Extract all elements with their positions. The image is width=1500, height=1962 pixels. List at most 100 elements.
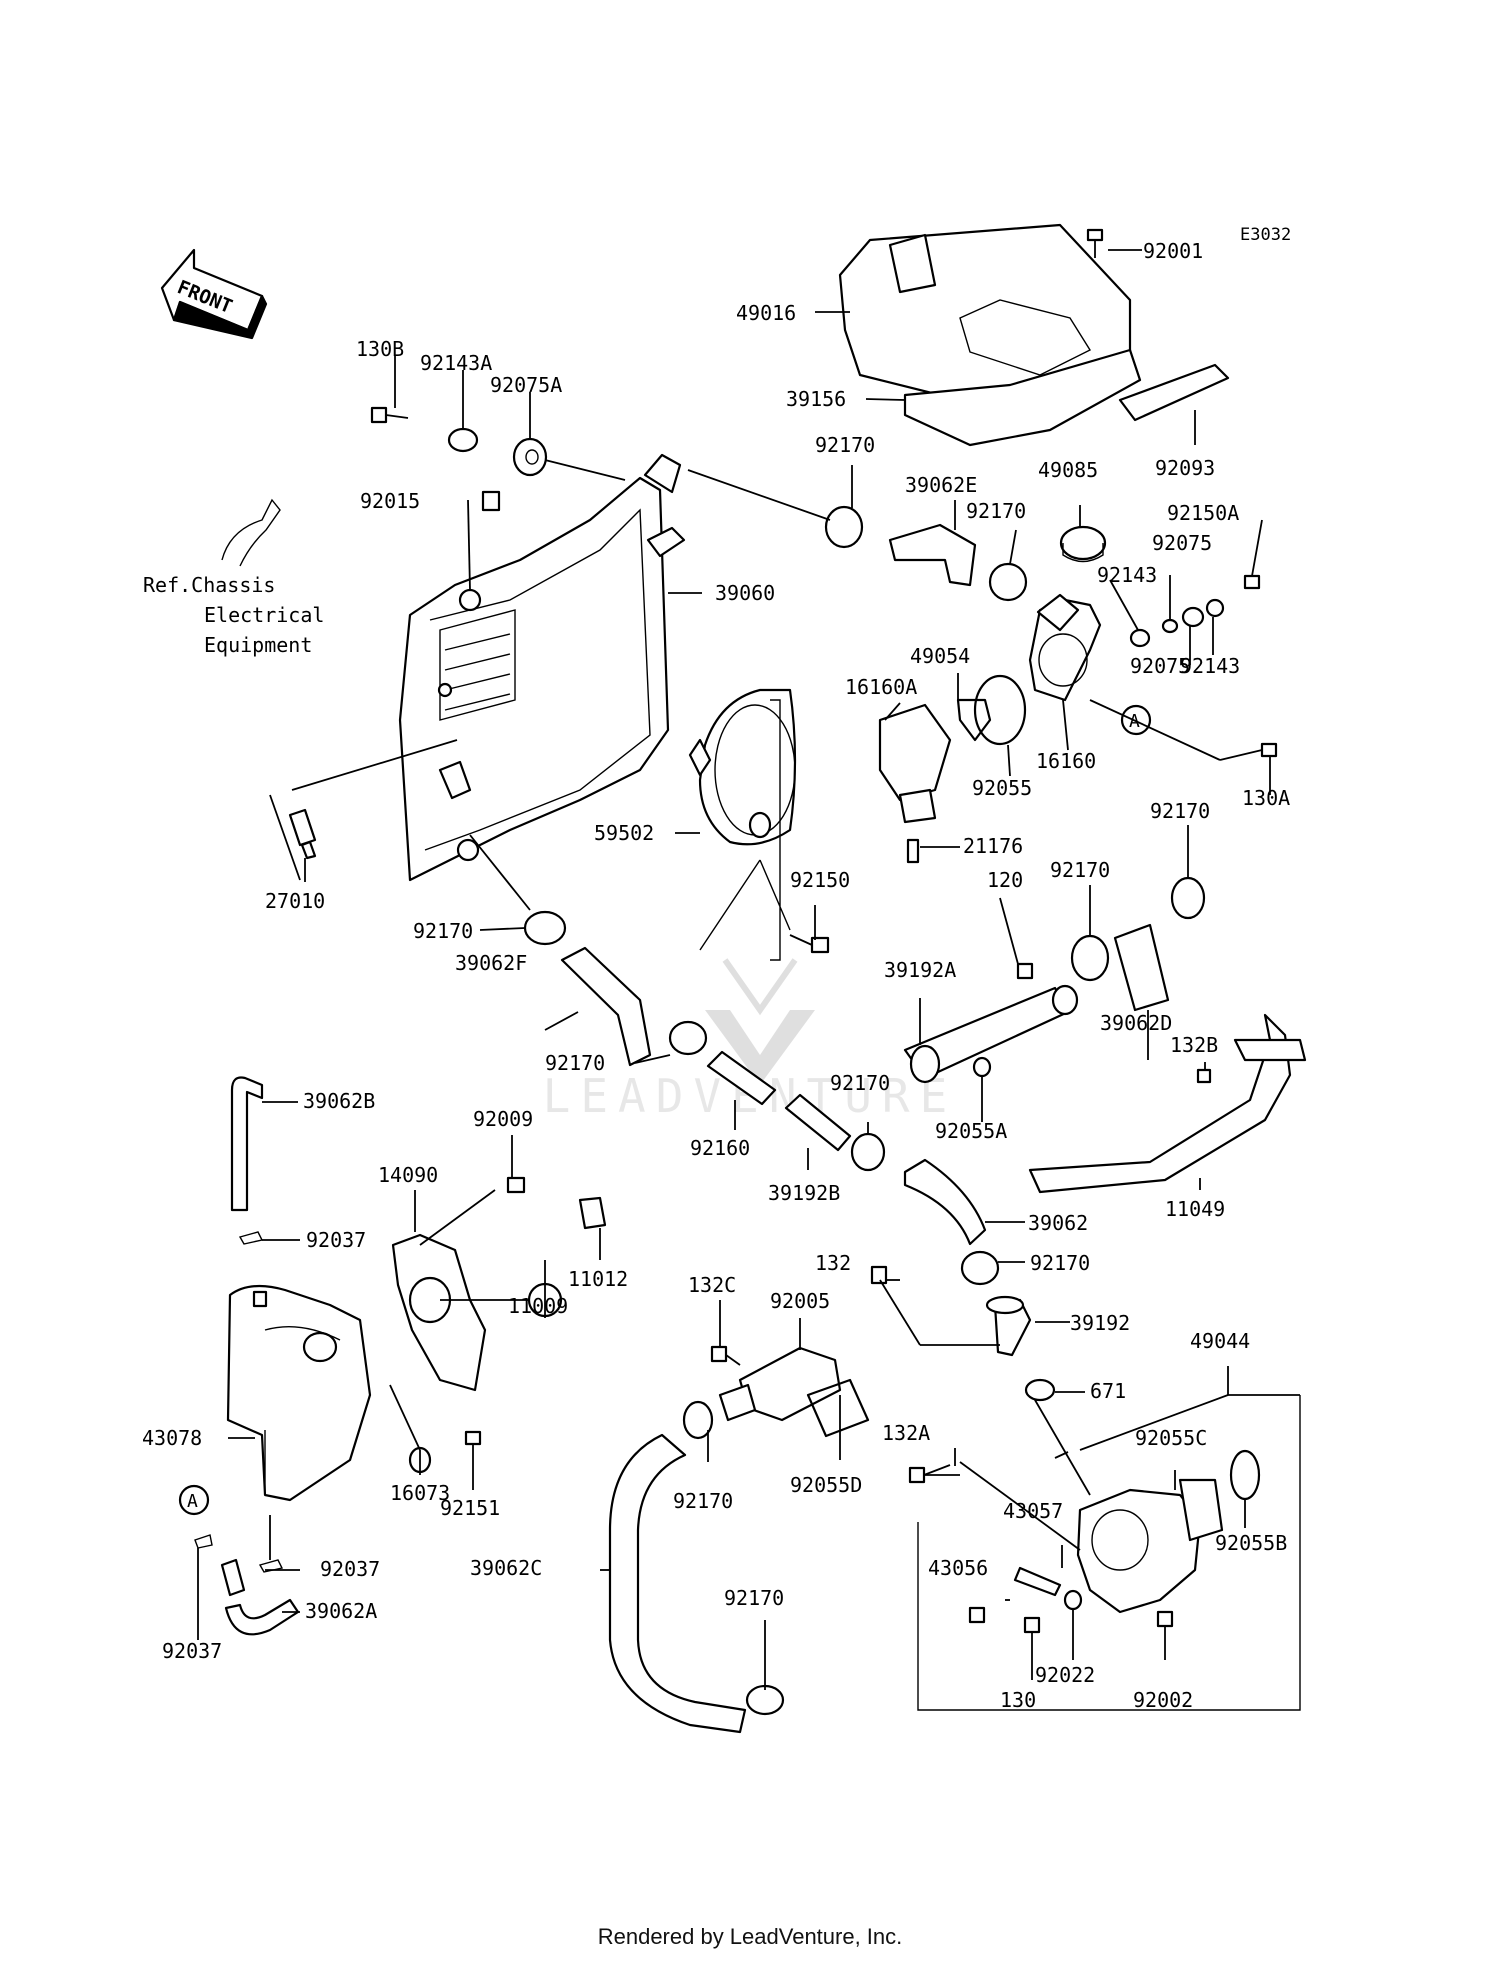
grommet-92075a-icon xyxy=(512,437,548,477)
front-arrow-icon xyxy=(160,248,268,340)
part-label: 39156 xyxy=(786,387,846,411)
water-pump-49044 xyxy=(1076,1478,1224,1614)
part-label: 92150 xyxy=(790,868,850,892)
part-label: 92075A xyxy=(490,373,562,397)
reference-note-line-3: Equipment xyxy=(204,633,312,657)
washer-group-icon xyxy=(1129,574,1278,758)
clip-92015-icon xyxy=(481,490,501,512)
part-label: 16073 xyxy=(390,1481,450,1505)
pipe-39192 xyxy=(985,1295,1032,1357)
footer-credit: Rendered by LeadVenture, Inc. xyxy=(597,1924,903,1949)
part-label: 132A xyxy=(882,1421,930,1445)
part-label: 27010 xyxy=(265,889,325,913)
part-label: 92001 xyxy=(1143,239,1203,263)
part-label: 132 xyxy=(815,1251,851,1275)
o-ring-92055a-icon xyxy=(972,1056,992,1078)
part-label: 43078 xyxy=(142,1426,202,1450)
fan-59502 xyxy=(688,688,797,961)
part-label: 92143A xyxy=(420,351,492,375)
reference-note-line-2: Electrical xyxy=(204,603,324,627)
part-label: 92037 xyxy=(162,1639,222,1663)
part-label: 49054 xyxy=(910,644,970,668)
hose-39062c xyxy=(608,1433,747,1734)
part-label: 92022 xyxy=(1035,1663,1095,1687)
part-label: 120 xyxy=(987,868,1023,892)
clamp-92170-icon xyxy=(523,505,1206,1716)
part-label: 92075 xyxy=(1130,654,1190,678)
part-label: 39062A xyxy=(305,1599,377,1623)
part-label: 92002 xyxy=(1133,1688,1193,1712)
part-label: 39192B xyxy=(768,1181,840,1205)
bolt-92001-icon xyxy=(1086,228,1104,258)
hose-39062e xyxy=(888,523,977,587)
part-label: 92037 xyxy=(320,1557,380,1581)
part-label: 59502 xyxy=(594,821,654,845)
reservoir-tank-43078 xyxy=(226,1284,372,1502)
part-label: 92170 xyxy=(724,1586,784,1610)
part-label: 92005 xyxy=(770,1289,830,1313)
hose-39062a xyxy=(220,1558,300,1636)
part-label: 16160A xyxy=(845,675,917,699)
part-label: 92170 xyxy=(413,919,473,943)
reference-marker-a-label: A xyxy=(1129,711,1140,732)
cover-14090 xyxy=(391,1233,487,1392)
cover-plate-39156 xyxy=(903,348,1142,447)
hose-39062d xyxy=(1113,923,1170,1012)
part-label: 92143 xyxy=(1180,654,1240,678)
part-label: 130A xyxy=(1242,786,1290,810)
bolt-92150-icon xyxy=(789,934,830,954)
part-label: 92075 xyxy=(1152,531,1212,555)
part-label: 92170 xyxy=(830,1071,890,1095)
part-label: 92160 xyxy=(690,1136,750,1160)
bolt-92009-icon xyxy=(506,1176,526,1194)
bolt-92151-icon xyxy=(464,1430,482,1446)
bracket-11049 xyxy=(1028,1013,1307,1194)
part-label: 92009 xyxy=(473,1107,533,1131)
hose-39062f xyxy=(560,946,652,1067)
part-label: 92055B xyxy=(1215,1531,1287,1555)
reference-marker-a xyxy=(178,1484,210,1516)
part-label: 39062B xyxy=(303,1089,375,1113)
part-label: 92170 xyxy=(815,433,875,457)
collar-92143a-icon xyxy=(447,427,479,453)
hose-39192b xyxy=(784,1093,852,1152)
reference-marker-a-label: A xyxy=(187,1491,198,1512)
part-label: 132B xyxy=(1170,1033,1218,1057)
part-label: 39192 xyxy=(1070,1311,1130,1335)
part-label: 92055 xyxy=(972,776,1032,800)
part-label: 39062C xyxy=(470,1556,542,1580)
strip-92093 xyxy=(1118,363,1230,422)
thermostat-49054-icon xyxy=(956,698,992,742)
part-label: 39062F xyxy=(455,951,527,975)
part-label: 92143 xyxy=(1097,563,1157,587)
sensor-27010-icon xyxy=(288,808,317,860)
wire-clip-icon xyxy=(221,498,281,567)
o-ring-92055b-icon xyxy=(1229,1449,1261,1501)
bolt-132-icon xyxy=(870,1265,888,1285)
part-label: 130B xyxy=(356,337,404,361)
water-pipe-92005 xyxy=(710,1345,842,1422)
part-label: 92037 xyxy=(306,1228,366,1252)
part-label: 11012 xyxy=(568,1267,628,1291)
part-label: 16160 xyxy=(1036,749,1096,773)
part-label: 92055D xyxy=(790,1473,862,1497)
part-label: 39062 xyxy=(1028,1211,1088,1235)
part-label: 92151 xyxy=(440,1496,500,1520)
pump-housing-group-box xyxy=(917,1395,1301,1711)
part-label: 92170 xyxy=(1150,799,1210,823)
part-label: 43057 xyxy=(1003,1499,1063,1523)
part-label: 39062E xyxy=(905,473,977,497)
part-label: 130 xyxy=(1000,1688,1036,1712)
o-ring-92055-icon xyxy=(973,674,1027,746)
hose-92160 xyxy=(706,1050,777,1106)
gasket-92055d-icon xyxy=(806,1378,870,1438)
part-label: 92170 xyxy=(673,1489,733,1513)
radiator-39060 xyxy=(398,453,686,882)
part-label: 92170 xyxy=(545,1051,605,1075)
cap-11012-icon xyxy=(578,1196,607,1230)
part-label: 14090 xyxy=(378,1163,438,1187)
part-label: 92093 xyxy=(1155,456,1215,480)
part-label: 92150A xyxy=(1167,501,1239,525)
reference-marker-a xyxy=(1120,704,1152,736)
part-label: 92055A xyxy=(935,1119,1007,1143)
